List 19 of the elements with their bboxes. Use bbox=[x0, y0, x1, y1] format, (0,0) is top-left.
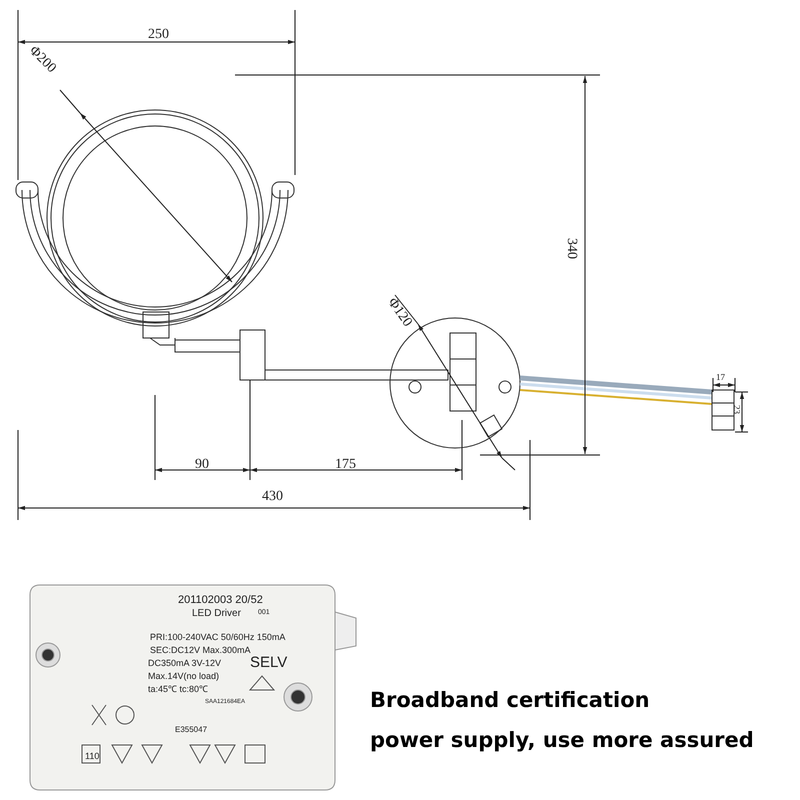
dimension-label: 17 bbox=[716, 373, 725, 382]
label-text: LED Driver bbox=[192, 609, 241, 619]
dimension-label: 175 bbox=[335, 458, 356, 472]
label-text: SEC:DC12V Max.300mA bbox=[150, 646, 251, 655]
dimension-label: 430 bbox=[262, 490, 283, 504]
label-text: PRI:100-240VAC 50/60Hz 150mA bbox=[150, 633, 286, 642]
dimension-label: 250 bbox=[148, 28, 169, 42]
label-text: ta:45℃ tc:80℃ bbox=[148, 685, 208, 694]
label-text: E355047 bbox=[175, 726, 208, 734]
label-text: Max.14V(no load) bbox=[148, 672, 220, 681]
label-text: DC350mA 3V-12V bbox=[148, 659, 222, 668]
caption-text: Broadband certification bbox=[370, 690, 650, 711]
label-text: 110 bbox=[85, 752, 100, 761]
dimension-label: 90 bbox=[195, 458, 209, 472]
dimension-label: 340 bbox=[564, 238, 578, 259]
label-text: SELV bbox=[250, 655, 288, 670]
dimension-label: 23 bbox=[732, 405, 741, 414]
caption-text: power supply, use more assured bbox=[370, 730, 754, 751]
label-text: 201102003 20/52 bbox=[178, 595, 263, 606]
